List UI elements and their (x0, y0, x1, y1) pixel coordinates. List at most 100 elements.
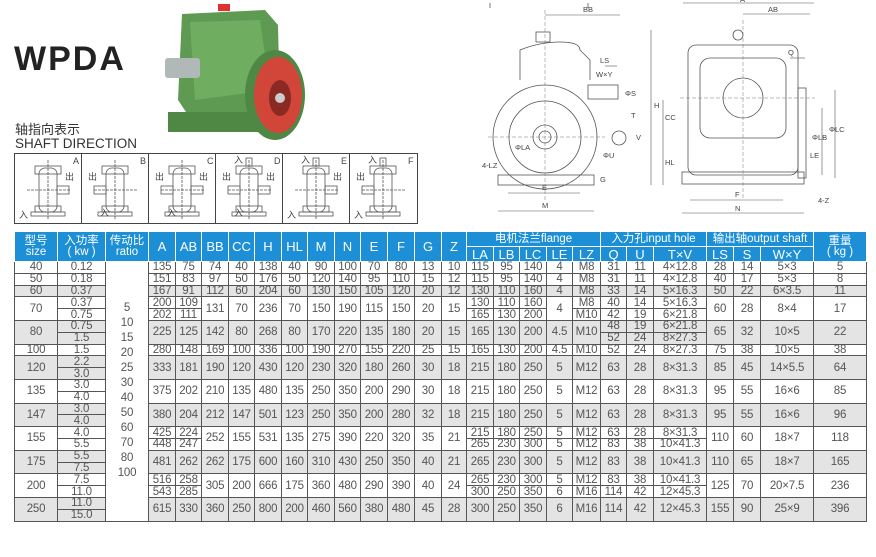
header-ratio: 传动比 ratio (105, 231, 149, 262)
cell-4: 147 (228, 402, 255, 428)
cell-13: 165 (466, 308, 494, 321)
cell-4: 135 (228, 378, 255, 404)
direction-letter: E (341, 156, 347, 166)
cell-3: 142 (201, 319, 229, 345)
cell-13: 265 (466, 449, 494, 475)
cell-17: M16 (572, 496, 601, 522)
cell-13: 215 (466, 378, 494, 404)
cell-10: 220 (387, 343, 415, 357)
cell-20: 6×21.8 (653, 319, 707, 333)
cell-6: 100 (281, 343, 308, 357)
cell-19: 19 (626, 319, 654, 333)
cell-5: 138 (254, 261, 282, 274)
cell-10: 180 (387, 319, 415, 345)
cell-14: 110 (493, 284, 520, 298)
cell-13: 165 (466, 319, 494, 345)
cell-21: 40 (706, 272, 734, 286)
cell-15: 140 (519, 261, 547, 274)
cell-21: 28 (706, 261, 734, 274)
cell-0: 4.0 (57, 426, 106, 439)
cell-20: 4×12.8 (653, 261, 707, 274)
cell-12: 15 (441, 343, 467, 357)
input-label: 入 (287, 210, 296, 220)
cell-10: 280 (387, 402, 415, 428)
cell-19: 28 (626, 355, 654, 380)
header-20: LS (706, 246, 734, 262)
cell-22: 65 (733, 449, 761, 475)
cell-14: 230 (493, 437, 520, 451)
dim-label-la: ΦLA (515, 143, 530, 152)
cell-3: 112 (201, 284, 229, 298)
cell-size: 80 (14, 319, 58, 345)
cell-22: 32 (733, 319, 761, 345)
cell-21: 50 (706, 284, 734, 298)
cell-14: 95 (493, 261, 520, 274)
cell-4: 40 (228, 261, 255, 274)
cell-2: 125 (175, 319, 202, 345)
cell-7: 310 (307, 449, 335, 475)
cell-24: 38 (813, 343, 867, 357)
cell-17: M10 (572, 308, 601, 321)
cell-3: 305 (201, 473, 229, 498)
cell-13: 215 (466, 355, 494, 380)
cell-20: 10×41.3 (653, 437, 707, 451)
cell-10: 320 (387, 426, 415, 451)
cell-22: 28 (733, 296, 761, 321)
output-label: 出 (222, 171, 231, 182)
direction-letter: C (207, 156, 214, 166)
cell-1: 225 (148, 319, 176, 345)
dim-label-le: LE (810, 151, 819, 160)
cell-2: 258 (175, 473, 202, 487)
cell-2: 83 (175, 272, 202, 286)
cell-6: 200 (281, 496, 308, 522)
cell-19: 42 (626, 485, 654, 498)
cell-5: 336 (254, 343, 282, 357)
cell-11: 30 (414, 378, 442, 404)
cell-12: 28 (441, 496, 467, 522)
cell-5: 666 (254, 473, 282, 498)
cell-7: 230 (307, 355, 335, 380)
cell-24: 8 (813, 272, 867, 286)
cell-13: 165 (466, 343, 494, 357)
cell-15: 140 (519, 272, 547, 286)
header-14: LC (519, 246, 547, 262)
cell-17: M12 (572, 473, 601, 487)
cell-20: 12×45.3 (653, 496, 707, 522)
cell-23: 6×3.5 (760, 284, 814, 298)
cell-24: 396 (813, 496, 867, 522)
cell-17: M12 (572, 355, 601, 380)
cell-0: 0.37 (57, 284, 106, 298)
cell-24: 22 (813, 319, 867, 345)
cell-18: 83 (600, 449, 627, 475)
cell-10: 390 (387, 473, 415, 498)
cell-13: 300 (466, 485, 494, 498)
cell-21: 110 (706, 426, 734, 451)
header-11: Z (441, 231, 467, 262)
cell-8: 350 (334, 402, 361, 428)
cell-24: 5 (813, 261, 867, 274)
cell-0: 3.0 (57, 402, 106, 416)
cell-20: 8×31.3 (653, 402, 707, 428)
cell-16: 4 (546, 272, 573, 286)
shaft-direction-title-cn: 轴指向表示 (15, 123, 81, 138)
cell-1: 202 (148, 308, 176, 321)
cell-14: 180 (493, 402, 520, 428)
cell-18: 33 (600, 284, 627, 298)
cell-19: 14 (626, 296, 654, 310)
cell-6: 80 (281, 319, 308, 345)
cell-7: 130 (307, 284, 335, 298)
header-output-shaft: 输出轴output shaft (706, 231, 814, 247)
cell-17: M12 (572, 426, 601, 439)
cell-size: 40 (14, 261, 58, 274)
cell-19: 28 (626, 402, 654, 428)
cell-1: 151 (148, 272, 176, 286)
cell-6: 160 (281, 449, 308, 475)
cell-5: 430 (254, 355, 282, 380)
cell-8: 320 (334, 355, 361, 380)
